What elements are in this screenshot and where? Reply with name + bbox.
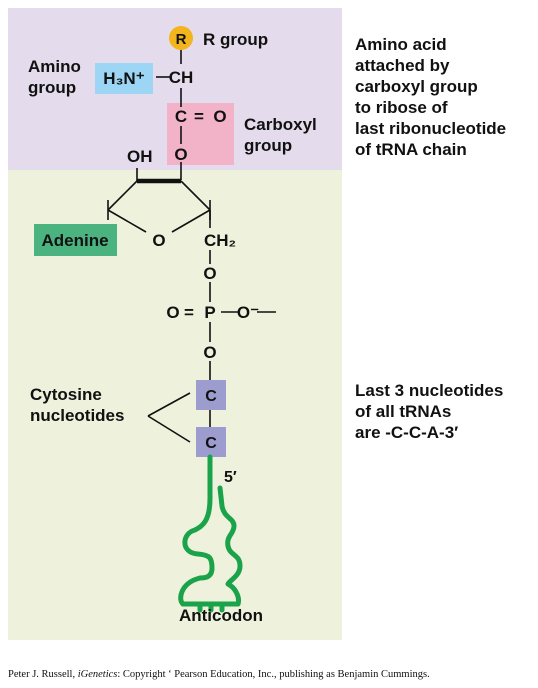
credit-author: Peter J. Russell, [8, 669, 78, 680]
cytosine-c2: C [205, 435, 217, 452]
phosphorus: P [204, 303, 215, 322]
note-line: of all tRNAs [355, 402, 452, 421]
amino-group-label-line1: Amino [28, 57, 81, 76]
adenine-label: Adenine [41, 231, 108, 250]
note-line: carboxyl group [355, 77, 478, 96]
amino-group-box [95, 63, 153, 94]
ch2-text: CH₂ [204, 231, 236, 250]
carbonyl-c: C [175, 107, 187, 126]
adenine-box [34, 224, 117, 256]
cytosine-box-2 [196, 427, 226, 457]
note-line: are -C-C-A-3′ [355, 423, 459, 442]
ch-text: CH [169, 68, 194, 87]
carboxyl-label-line2: group [244, 136, 292, 155]
note-line: Last 3 nucleotides [355, 381, 504, 400]
oh-text: OH [127, 147, 153, 166]
note-line: attached by [355, 56, 450, 75]
trna-strand [178, 454, 243, 613]
carboxyl-group-box [167, 103, 234, 165]
last-nucleotides-note: Last 3 nucleotides of all tRNAs are -C-C… [355, 380, 535, 443]
note-line: Amino acid [355, 35, 447, 54]
note-line: to ribose of [355, 98, 448, 117]
cytosine-c1: C [205, 388, 217, 405]
credit-book: iGenetics [77, 669, 118, 680]
phosphate-double-bond: = [184, 303, 194, 322]
note-line: of tRNA chain [355, 140, 467, 159]
h3n-text: H₃N⁺ [103, 69, 144, 88]
cytosine-label-line2: nucleotides [30, 406, 124, 425]
r-group-circle [169, 26, 193, 50]
amino-group-label-line2: group [28, 78, 76, 97]
ring-oxygen: O [152, 231, 165, 250]
five-prime-oxygen: O [203, 264, 216, 283]
r-letter: R [176, 31, 187, 48]
bond-lines [107, 50, 239, 443]
ester-o: O [174, 145, 187, 164]
five-prime-label: 5′ [224, 469, 237, 486]
phosphate-oxygen-left: O [166, 303, 179, 322]
r-group-label: R group [203, 30, 268, 49]
three-prime-oxygen: O [203, 343, 216, 362]
carbonyl-eq: = [194, 107, 204, 126]
amino-acid-note: Amino acid attached by carboxyl group to… [355, 34, 535, 160]
phosphate-oxygen-right: O⁻ [237, 303, 259, 322]
anticodon-label: Anticodon [179, 606, 263, 625]
note-line: last ribonucleotide [355, 119, 507, 138]
copyright-credit: Peter J. Russell, iGenetics: Copyright ‘… [8, 669, 430, 680]
carbonyl-o: O [213, 107, 226, 126]
credit-rest: : Copyright ‘ Pearson Education, Inc., p… [117, 669, 430, 680]
carboxyl-label-line1: Carboxyl [244, 115, 317, 134]
cytosine-label-line1: Cytosine [30, 385, 102, 404]
cytosine-box-1 [196, 380, 226, 410]
